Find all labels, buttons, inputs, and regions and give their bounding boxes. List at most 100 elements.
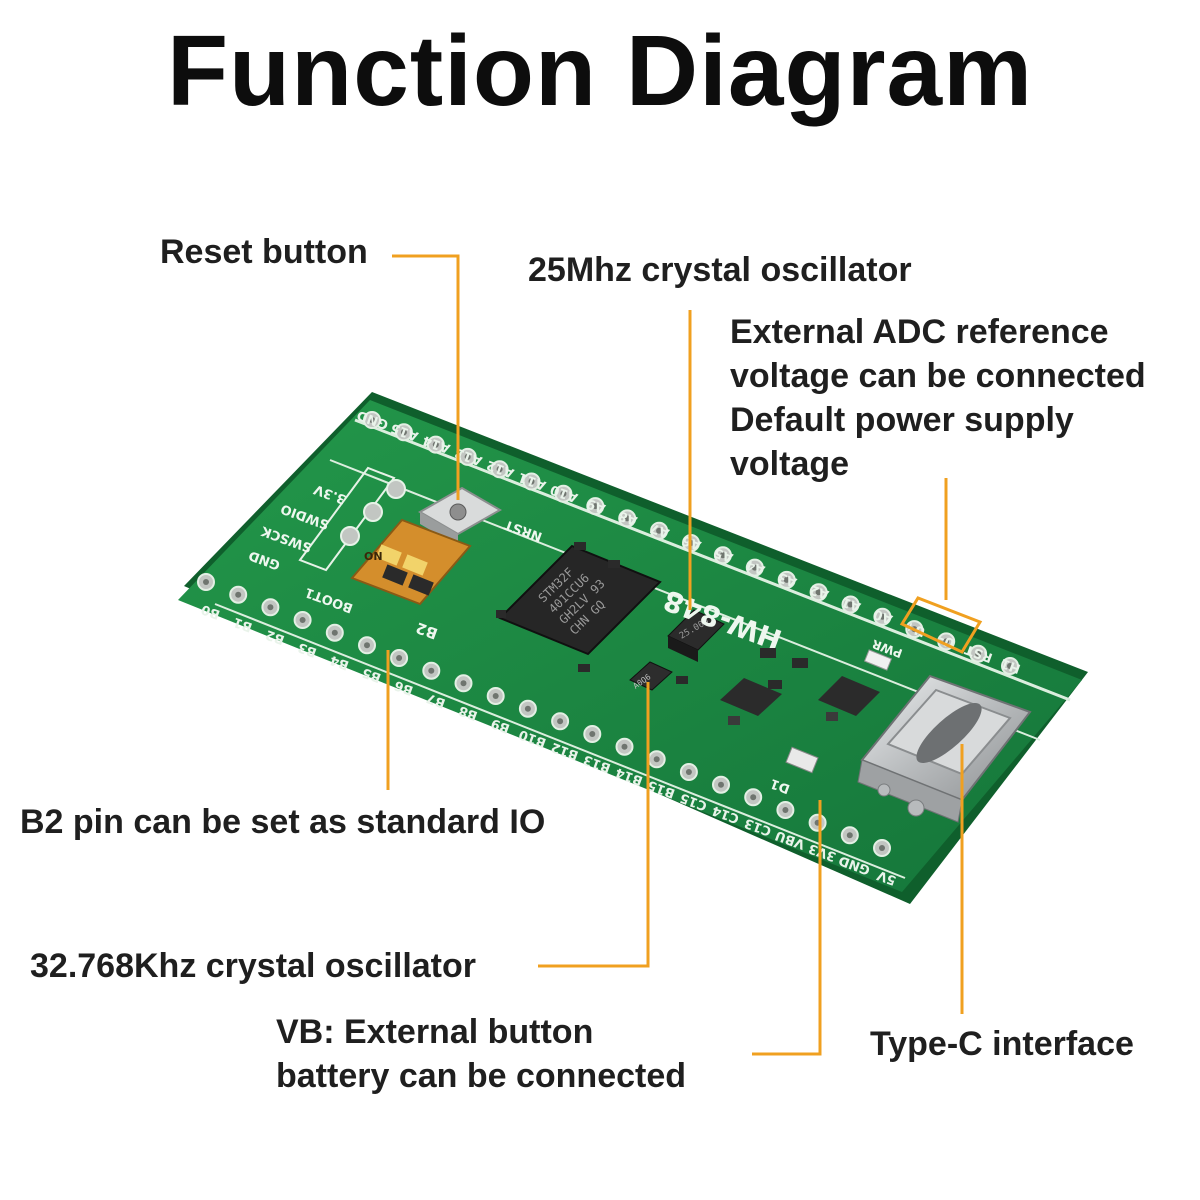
- pin-label: B4: [328, 652, 351, 673]
- pin-hole: [235, 591, 242, 598]
- pin-label: H1: [999, 655, 1023, 676]
- pin-label: B1: [232, 614, 255, 635]
- pin-label: B5: [360, 664, 383, 685]
- pin-label: B8: [457, 702, 480, 723]
- pin-hole: [1007, 663, 1013, 669]
- b2-pin-callout: B2 pin can be set as standard IO: [20, 800, 545, 844]
- d1-diode: [785, 746, 819, 774]
- adc-reference-callout: External ADC reference voltage can be co…: [730, 310, 1146, 486]
- pin-hole: [589, 731, 596, 737]
- pin-hole: [621, 743, 628, 750]
- pin-hole: [782, 807, 789, 813]
- pin-hole: [879, 613, 886, 620]
- pin-hole: [557, 718, 564, 725]
- vb-label-line-1: VB: External button: [276, 1013, 594, 1051]
- crystal-25mhz-label: 25Mhz crystal oscillator: [528, 251, 912, 289]
- regulator-chip: [818, 676, 880, 716]
- vb-leader: [752, 800, 822, 1056]
- pin-hole: [653, 756, 660, 763]
- pin-label: A4: [744, 557, 767, 578]
- pin-hole: [656, 527, 663, 534]
- pin-label: A2: [808, 581, 831, 602]
- pin-label: B6: [392, 677, 415, 698]
- pin-hole: [400, 429, 407, 436]
- pin-hole: [592, 503, 599, 510]
- adc-label-line-1: External ADC reference: [730, 313, 1109, 351]
- silk-line-bottom-inner: [214, 603, 906, 879]
- dip-on-label: ON: [364, 550, 383, 563]
- pin-hole: [369, 417, 375, 423]
- reset-leader: [392, 254, 460, 500]
- swd-pad: [386, 479, 406, 499]
- crystal-32khz-callout: 32.768Khz crystal oscillator: [30, 944, 476, 988]
- pin-hole: [685, 769, 692, 775]
- silk-line-top: [354, 418, 1071, 702]
- pin-hole: [719, 552, 726, 559]
- pin-label: 5V: [875, 867, 898, 888]
- pin-hole: [560, 490, 567, 497]
- regulator-chip: [720, 678, 782, 716]
- pin-hole: [203, 579, 209, 585]
- pin-hole: [524, 705, 531, 712]
- pin-hole: [267, 604, 274, 611]
- vb-battery-callout: VB: External button battery can be conne…: [276, 1010, 686, 1098]
- pin-hole: [492, 693, 499, 699]
- bottom-pin-row: [197, 573, 891, 857]
- swd-pad: [340, 526, 360, 546]
- pin-label: A0: [872, 606, 895, 627]
- pin-hole: [428, 667, 435, 674]
- pin-hole: [460, 680, 467, 687]
- top-pin-row: [363, 411, 1019, 675]
- pin-label: A5: [712, 544, 735, 565]
- pin-label: A1: [840, 593, 863, 614]
- pin-hole: [496, 466, 503, 473]
- d1-label: D1: [768, 775, 792, 796]
- pin-hole: [331, 629, 338, 636]
- pin-label: A6: [680, 532, 703, 553]
- usb-port-opening: [916, 703, 982, 763]
- pin-hole: [750, 794, 757, 801]
- pin-hole: [464, 453, 471, 460]
- type-c-label: Type-C interface: [870, 1025, 1134, 1063]
- pin-hole: [815, 589, 822, 596]
- pin-hole: [718, 781, 724, 788]
- adc-label-line-3: Default power supply: [730, 401, 1074, 439]
- pin-label: B9: [489, 715, 512, 736]
- reset-button-callout: Reset button: [160, 230, 368, 274]
- pin-label: A8: [616, 507, 639, 528]
- pin-label: B7: [425, 690, 448, 711]
- top-pin-labels: GNDA15A14A13A12A11A10A9A8A7A6A5A4A3A2A1A…: [355, 407, 1023, 676]
- pin-hole: [751, 564, 758, 571]
- swd-pad: [363, 502, 383, 522]
- crystal-25mhz-callout: 25Mhz crystal oscillator: [528, 248, 912, 292]
- crystal-25mhz: 25.000: [667, 609, 725, 662]
- leader-lines: [386, 254, 964, 1056]
- pin-label: A9: [585, 495, 608, 516]
- reset-button-label: Reset button: [160, 233, 368, 271]
- pin-hole: [528, 478, 535, 485]
- pin-hole: [364, 642, 370, 649]
- pin-label: B3: [296, 639, 319, 660]
- boot-dip-switch: ON BOOT1 B2: [303, 518, 472, 643]
- swd-header-frame: [298, 466, 396, 572]
- page-title: Function Diagram: [166, 15, 1034, 127]
- pin-hole: [396, 655, 403, 661]
- pin-hole: [432, 441, 439, 448]
- pin-hole: [847, 601, 854, 608]
- pin-label: B0: [199, 601, 222, 622]
- pin-label: A3: [776, 569, 799, 590]
- vb-label-line-2: battery can be connected: [276, 1057, 687, 1095]
- pin-hole: [846, 832, 853, 839]
- pin-hole: [624, 515, 631, 522]
- adc-pin-highlight: [899, 596, 983, 654]
- crystal-32khz-label: 32.768Khz crystal oscillator: [30, 947, 477, 985]
- mcu-chip: STM32F 401CCU6 GH2LV 93 CHN GQ: [498, 544, 662, 656]
- pin-hole: [783, 576, 790, 583]
- pin-hole: [975, 650, 982, 657]
- type-c-callout: Type-C interface: [870, 1022, 1134, 1066]
- pin-label: B2: [264, 626, 287, 647]
- adc-label-line-2: voltage can be connected: [730, 357, 1146, 395]
- xtal32-leader: [538, 682, 650, 968]
